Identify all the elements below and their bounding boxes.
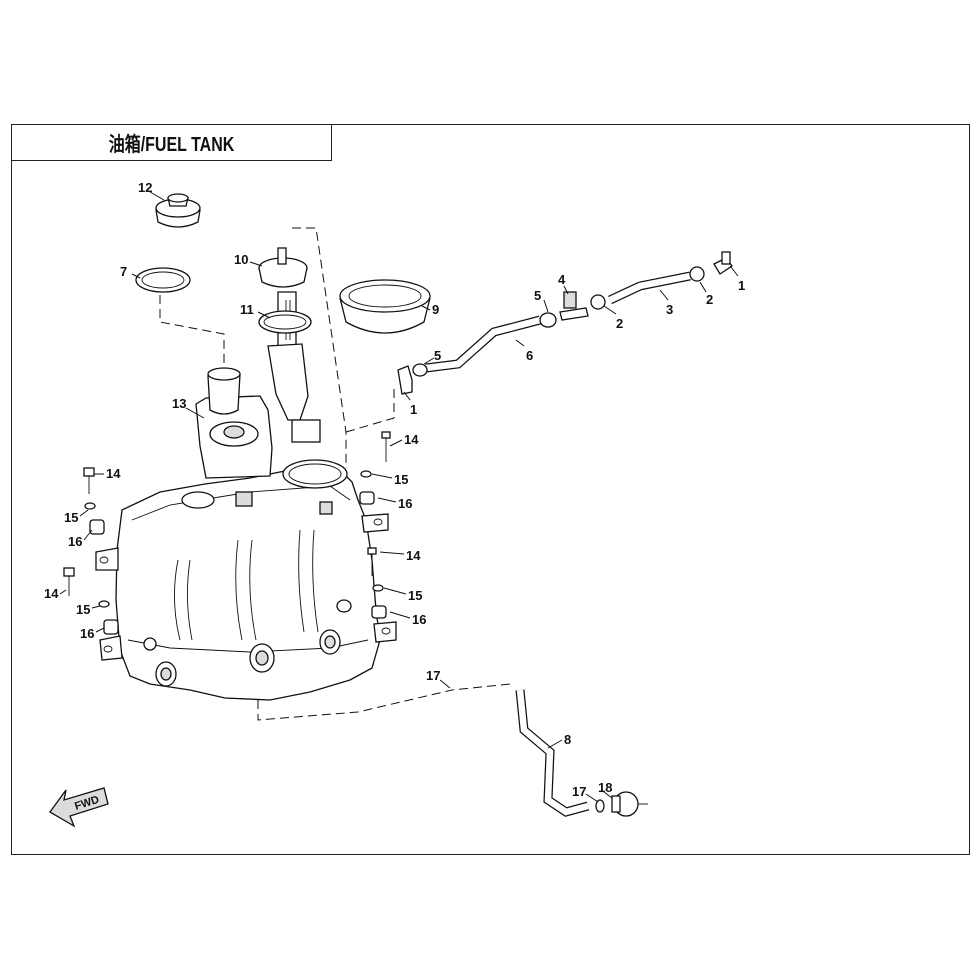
callout-11: 11 xyxy=(240,302,254,317)
callout-5-lower: 5 xyxy=(434,348,441,363)
callout-4: 4 xyxy=(558,272,566,287)
callout-16-upper-left: 16 xyxy=(68,534,82,549)
hose-clip xyxy=(595,799,605,813)
callout-15-upper-left: 15 xyxy=(64,510,78,525)
callout-15-lower-right: 15 xyxy=(408,588,422,603)
callout-14-lower-right: 14 xyxy=(406,548,421,563)
callout-7: 7 xyxy=(120,264,127,279)
fuel-pump-assembly xyxy=(258,247,321,443)
pump-o-ring xyxy=(258,310,312,334)
fasteners xyxy=(63,431,391,635)
fuel-cap xyxy=(155,193,201,228)
fuel-tank-body xyxy=(95,395,397,701)
page-title: 油箱/FUEL TANK xyxy=(108,134,235,156)
callout-18: 18 xyxy=(598,780,612,795)
callout-16-lower-left: 16 xyxy=(80,626,94,641)
callout-12: 12 xyxy=(138,180,152,195)
callout-6: 6 xyxy=(526,348,533,363)
callout-1-left: 1 xyxy=(410,402,417,417)
callout-2-left: 2 xyxy=(616,316,623,331)
callout-leaders xyxy=(59,191,739,803)
callout-13: 13 xyxy=(172,396,186,411)
diagram-frame xyxy=(11,124,970,855)
callout-1-right: 1 xyxy=(738,278,745,293)
callout-9: 9 xyxy=(432,302,439,317)
filler-neck xyxy=(207,367,241,415)
fwd-arrow-icon: FWD xyxy=(49,787,109,828)
assembly-lines xyxy=(159,227,511,721)
vent-hose xyxy=(515,689,590,817)
title-box: 油箱/FUEL TANK xyxy=(11,124,332,161)
callout-16-upper-right: 16 xyxy=(398,496,412,511)
callout-8: 8 xyxy=(564,732,571,747)
callout-3: 3 xyxy=(666,302,673,317)
callout-14-upper-right: 14 xyxy=(404,432,419,447)
vent-valve xyxy=(611,791,648,817)
callout-14-lower-left: 14 xyxy=(44,586,59,601)
callout-17-upper: 17 xyxy=(426,668,440,683)
fuel-line xyxy=(397,251,733,395)
pump-lock-ring xyxy=(339,279,431,334)
callout-17-lower: 17 xyxy=(572,784,586,799)
callout-16-lower-right: 16 xyxy=(412,612,426,627)
callout-labels: 12 7 10 11 13 9 1 5 6 5 4 2 3 2 1 14 15 … xyxy=(44,180,745,799)
callout-5-upper: 5 xyxy=(534,288,541,303)
callout-2-right: 2 xyxy=(706,292,713,307)
callout-15-lower-left: 15 xyxy=(76,602,90,617)
callout-14-upper-left: 14 xyxy=(106,466,121,481)
callout-10: 10 xyxy=(234,252,248,267)
callout-15-upper-right: 15 xyxy=(394,472,408,487)
